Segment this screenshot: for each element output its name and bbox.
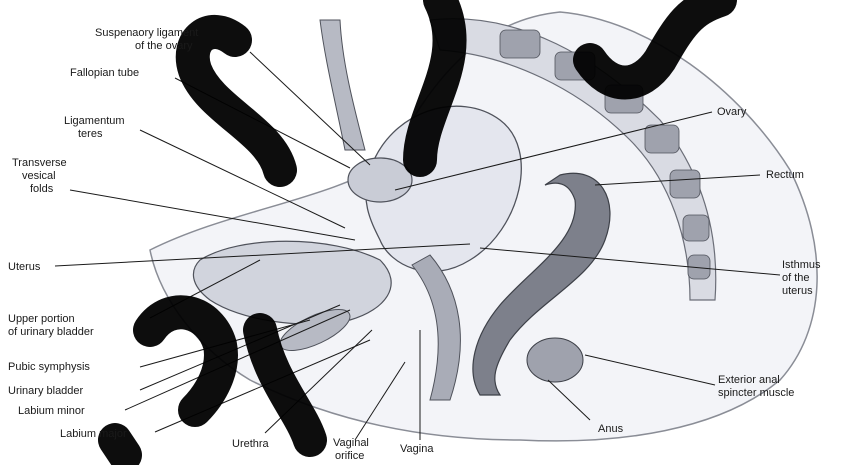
label-fallopian-tube: Fallopian tube	[70, 67, 139, 79]
label-uterus: Uterus	[8, 261, 41, 273]
label-vaginal-orifice: Vaginal orifice	[333, 437, 372, 462]
label-urethra: Urethra	[232, 438, 270, 450]
label-urinary-bladder: Urinary bladder	[8, 385, 84, 397]
ovary-shape	[348, 158, 412, 202]
label-ligamentum-teres: Ligamentum teres	[64, 115, 128, 140]
label-pubic-symphysis: Pubic symphysis	[8, 361, 90, 373]
label-suspensory-ligament: Suspenaory ligament of the ovary	[95, 27, 201, 52]
sphincter-shape	[527, 338, 583, 382]
label-vagina: Vagina	[400, 443, 434, 455]
label-upper-bladder: Upper portion of urinary bladder	[8, 313, 94, 338]
label-ovary: Ovary	[717, 106, 747, 118]
label-transverse-vesical-folds: Transverse vesical folds	[12, 157, 70, 195]
label-rectum: Rectum	[766, 169, 804, 181]
label-anus: Anus	[598, 423, 624, 435]
vessel-bundle	[320, 20, 365, 150]
label-labium-major: Labium major	[60, 428, 127, 440]
label-labium-minor: Labium minor	[18, 405, 85, 417]
